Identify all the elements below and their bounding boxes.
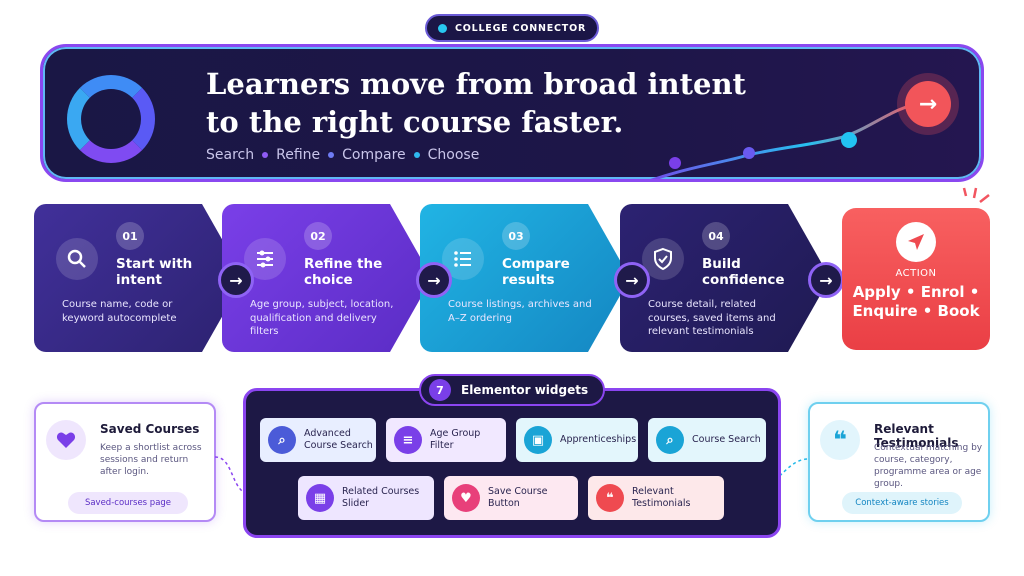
step-title: Build confidence <box>702 256 785 288</box>
hero-step-choose: Choose <box>427 147 480 163</box>
heart-icon: ♥ <box>452 484 480 512</box>
quote-icon: ❝ <box>596 484 624 512</box>
hero-step-refine: Refine <box>276 147 321 163</box>
step-desc: Age group, subject, location, qualificat… <box>250 299 394 337</box>
top-pill-label: COLLEGE CONNECTOR <box>454 22 587 34</box>
grid-icon: ▦ <box>306 484 334 512</box>
card-pill[interactable]: Saved-courses page <box>68 492 188 514</box>
card-title: Relevant Testimonials <box>874 422 959 450</box>
widget-chip[interactable]: ⌕ Course Search <box>648 418 766 462</box>
testimonials-card: ❝ Relevant Testimonials Contextual match… <box>808 402 990 522</box>
top-pill: COLLEGE CONNECTOR <box>425 14 599 42</box>
step-3: 03 Compare results Course listings, arch… <box>420 204 630 352</box>
widget-label: Related Courses Slider <box>342 486 420 509</box>
search-icon <box>56 238 98 280</box>
search-icon: ⌕ <box>268 426 296 454</box>
hero-banner: Learners move from broad intent to the r… <box>40 44 984 182</box>
action-card[interactable]: ACTION Apply • Enrol • Enquire • Book <box>842 208 990 350</box>
step-number: 04 <box>702 222 730 250</box>
widget-chip[interactable]: ▦ Related Courses Slider <box>298 476 434 520</box>
shield-check-icon <box>642 238 684 280</box>
widget-label: Age Group Filter <box>430 428 481 451</box>
widget-chip[interactable]: ≡ Age Group Filter <box>386 418 506 462</box>
hero-title-line1: Learners move from broad intent <box>206 67 746 101</box>
widget-chip[interactable]: ▣ Apprenticeships <box>516 418 638 462</box>
action-label: ACTION <box>895 268 937 279</box>
step-title: Start with intent <box>116 256 193 288</box>
quote-icon: ❝ <box>820 420 860 460</box>
search-icon: ⌕ <box>656 426 684 454</box>
card-desc: Contextual matching by course, category,… <box>874 443 983 489</box>
arrow-right-icon[interactable]: → <box>614 262 650 298</box>
step-4: 04 Build confidence Course detail, relat… <box>620 204 830 352</box>
hero-title: Learners move from broad intent to the r… <box>206 65 806 141</box>
arrow-right-icon[interactable]: → <box>218 262 254 298</box>
hero-steps: Search Refine Compare Choose <box>206 147 479 163</box>
arrow-right-icon[interactable]: → <box>416 262 452 298</box>
widget-chip[interactable]: ♥ Save Course Button <box>444 476 578 520</box>
card-title: Saved Courses <box>100 422 200 436</box>
step-desc: Course detail, related courses, saved it… <box>648 299 776 337</box>
sliders-icon: ≡ <box>394 426 422 454</box>
widgets-title: Elementor widgets <box>461 383 589 397</box>
card-pill[interactable]: Context-aware stories <box>842 492 962 514</box>
step-1: 01 Start with intent Course name, code o… <box>34 204 244 352</box>
hero-title-line2: to the right course faster. <box>206 105 624 139</box>
step-title: Refine the choice <box>304 256 383 288</box>
widgets-count: 7 <box>429 379 451 401</box>
widget-label: Save Course Button <box>488 486 548 509</box>
card-desc: Keep a shortlist across sessions and ret… <box>100 443 202 477</box>
widget-chip[interactable]: ⌕ Advanced Course Search <box>260 418 376 462</box>
send-icon <box>896 222 936 262</box>
step-number: 01 <box>116 222 144 250</box>
hero-step-compare: Compare <box>342 147 406 163</box>
step-title: Compare results <box>502 256 570 288</box>
widget-label: Advanced Course Search <box>304 428 373 451</box>
arrow-right-icon[interactable]: → <box>808 262 844 298</box>
arrow-right-icon[interactable]: → <box>905 81 951 127</box>
briefcase-icon: ▣ <box>524 426 552 454</box>
hero-step-search: Search <box>206 147 255 163</box>
status-dot <box>437 23 447 33</box>
ring-logo-icon <box>67 75 155 163</box>
widgets-pill: 7 Elementor widgets <box>419 374 605 406</box>
widget-chip[interactable]: ❝ Relevant Testimonials <box>588 476 724 520</box>
widget-label: Course Search <box>692 434 761 445</box>
step-number: 03 <box>502 222 530 250</box>
step-2: 02 Refine the choice Age group, subject,… <box>222 204 432 352</box>
separator-dot <box>262 152 269 158</box>
step-desc: Course name, code or keyword autocomplet… <box>62 299 177 324</box>
separator-dot <box>413 152 420 158</box>
sparkle-icon <box>962 187 990 203</box>
widget-label: Relevant Testimonials <box>632 486 691 509</box>
heart-icon <box>46 420 86 460</box>
step-number: 02 <box>304 222 332 250</box>
separator-dot <box>328 152 335 158</box>
progress-curve <box>650 101 923 179</box>
widget-label: Apprenticeships <box>560 434 637 445</box>
saved-courses-card: Saved Courses Keep a shortlist across se… <box>34 402 216 522</box>
step-desc: Course listings, archives and A–Z orderi… <box>448 299 592 324</box>
action-text: Apply • Enrol • Enquire • Book <box>852 283 980 320</box>
